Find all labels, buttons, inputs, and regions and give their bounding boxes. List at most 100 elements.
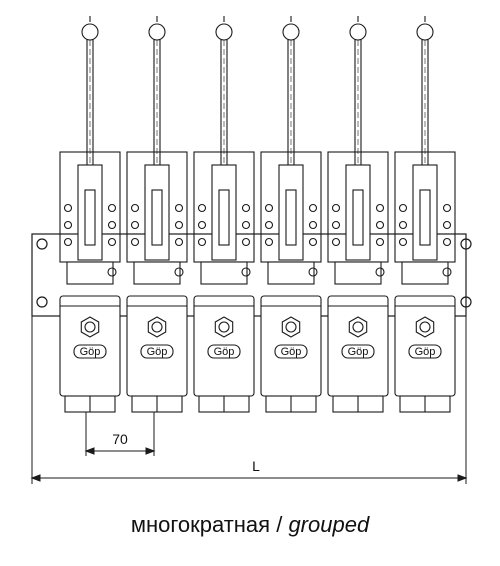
indicator-dial [218, 321, 230, 333]
bolt-right [241, 237, 251, 247]
unit-badge-label: Göp [80, 346, 101, 358]
unit-badge-outline [73, 344, 107, 359]
indicator-hex [214, 316, 234, 338]
bolt-left [264, 203, 274, 213]
indicator-hex [147, 316, 167, 338]
unit-badge-outline [140, 344, 174, 359]
valve-head [66, 261, 114, 285]
unit-badge-label: Göp [348, 346, 369, 358]
unit-badge-outline [274, 344, 308, 359]
bolt-right [107, 237, 117, 247]
dimension-lines [30, 316, 468, 484]
stem [419, 189, 431, 246]
lever-knob [416, 23, 434, 41]
lever-knob [81, 23, 99, 41]
bolt-left [264, 220, 274, 230]
bolt-left [331, 220, 341, 230]
indicator-hex [415, 316, 435, 338]
head-screw [174, 267, 184, 277]
overall-arrow-left [30, 474, 41, 482]
bolt-right [442, 203, 452, 213]
valve-head [133, 261, 181, 285]
bolt-left [63, 237, 73, 247]
indicator-hex [348, 316, 368, 338]
lever-knob [282, 23, 300, 41]
lever-knob [148, 23, 166, 41]
valve-unit-5: Göp [327, 16, 389, 413]
indicator-dial [352, 321, 364, 333]
indicator-dial [285, 321, 297, 333]
unit-badge-label: Göp [281, 346, 302, 358]
unit-badge-outline [341, 344, 375, 359]
bolt-right [442, 220, 452, 230]
unit-badge-label: Göp [214, 346, 235, 358]
bolt-right [107, 203, 117, 213]
valve-head [334, 261, 382, 285]
mounting-hole-left-bottom [36, 296, 48, 308]
stem [352, 189, 364, 246]
caption-separator: / [270, 512, 289, 537]
bolt-left [197, 237, 207, 247]
bolt-right [107, 220, 117, 230]
bolt-left [63, 203, 73, 213]
mounting-hole-left-top [36, 238, 48, 250]
bolt-right [375, 203, 385, 213]
head-screw [442, 267, 452, 277]
valve-head [267, 261, 315, 285]
mounting-hole-right-top [460, 238, 472, 250]
head-screw [241, 267, 251, 277]
bolt-left [197, 220, 207, 230]
bolt-left [130, 237, 140, 247]
valve-head [401, 261, 449, 285]
stem [84, 189, 96, 246]
bolt-right [375, 220, 385, 230]
bolt-left [331, 203, 341, 213]
bolt-left [63, 220, 73, 230]
valve-unit-4: Göp [260, 16, 322, 413]
lever-knob [215, 23, 233, 41]
stem [285, 189, 297, 246]
indicator-dial [84, 321, 96, 333]
bolt-right [308, 237, 318, 247]
caption-russian: многократная [130, 512, 271, 537]
valve-head [200, 261, 248, 285]
bolt-left [398, 237, 408, 247]
bolt-right [308, 220, 318, 230]
unit-badge-outline [408, 344, 442, 359]
bolt-right [174, 237, 184, 247]
head-screw [107, 267, 117, 277]
indicator-dial [419, 321, 431, 333]
figure-caption: многократная / grouped [0, 512, 500, 538]
grouped-valve-assembly-drawing: Göp Göp Göp Göp Göp Göp 70 L [30, 16, 472, 484]
unit-badge-outline [207, 344, 241, 359]
valve-unit-3: Göp [193, 16, 255, 413]
bolt-right [241, 203, 251, 213]
lever-knob [349, 23, 367, 41]
pitch-dimension-label: 70 [112, 431, 128, 447]
valve-unit-6: Göp [394, 16, 456, 413]
head-screw [375, 267, 385, 277]
unit-badge-label: Göp [415, 346, 436, 358]
indicator-hex [80, 316, 100, 338]
bolt-right [174, 203, 184, 213]
bolt-left [398, 220, 408, 230]
bolt-right [442, 237, 452, 247]
stem [218, 189, 230, 246]
bolt-right [241, 220, 251, 230]
indicator-dial [151, 321, 163, 333]
bolt-right [308, 203, 318, 213]
stem [151, 189, 163, 246]
bolt-right [174, 220, 184, 230]
bolt-left [398, 203, 408, 213]
valve-units: Göp Göp Göp Göp Göp Göp [59, 16, 456, 413]
overall-dimension-label: L [252, 458, 260, 474]
bolt-left [197, 203, 207, 213]
bolt-right [375, 237, 385, 247]
valve-unit-2: Göp [126, 16, 188, 413]
bolt-left [331, 237, 341, 247]
head-screw [308, 267, 318, 277]
bolt-left [264, 237, 274, 247]
mounting-hole-right-bottom [460, 296, 472, 308]
indicator-hex [281, 316, 301, 338]
unit-badge-label: Göp [147, 346, 168, 358]
